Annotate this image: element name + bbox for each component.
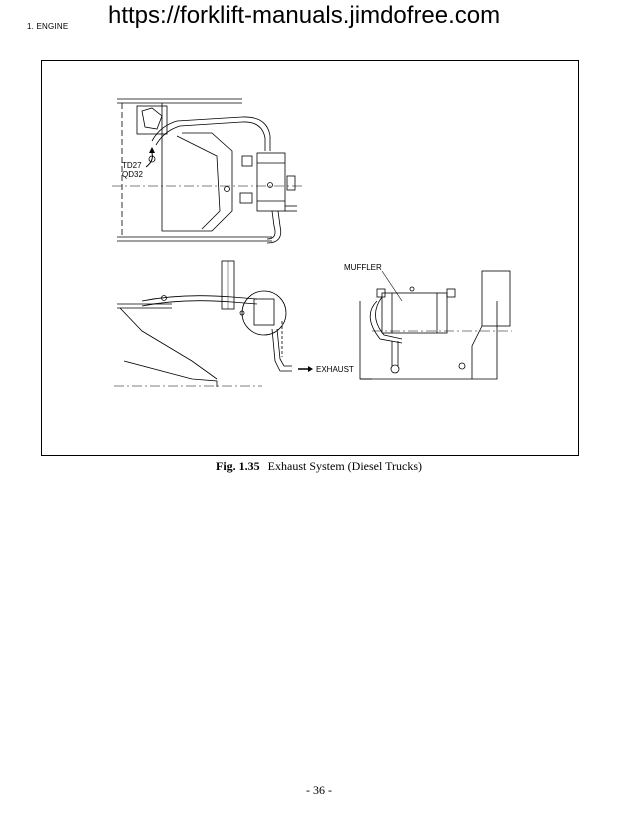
top-view-drawing — [112, 98, 302, 244]
exhaust-label: EXHAUST — [316, 365, 354, 374]
side-view-drawing — [114, 260, 313, 387]
figure-caption: Fig. 1.35 Exhaust System (Diesel Trucks) — [0, 459, 638, 474]
rear-view-drawing — [359, 270, 512, 380]
engine-model-label-1: TD27 — [122, 161, 142, 170]
section-label: 1. ENGINE — [27, 22, 69, 31]
muffler-label: MUFFLER — [344, 263, 382, 272]
page-number: - 36 - — [306, 783, 332, 797]
exhaust-system-diagram: TD27 QD32 MUFFLER EXHAUST — [112, 98, 512, 387]
figure-frame: TD27 QD32 MUFFLER EXHAUST — [41, 60, 579, 456]
figure-number: Fig. 1.35 — [215, 459, 260, 473]
engine-model-label-2: QD32 — [122, 170, 143, 179]
source-url[interactable]: https://forklift-manuals.jimdofree.com — [108, 2, 501, 29]
figure-title: Exhaust System (Diesel Trucks) — [267, 459, 422, 473]
